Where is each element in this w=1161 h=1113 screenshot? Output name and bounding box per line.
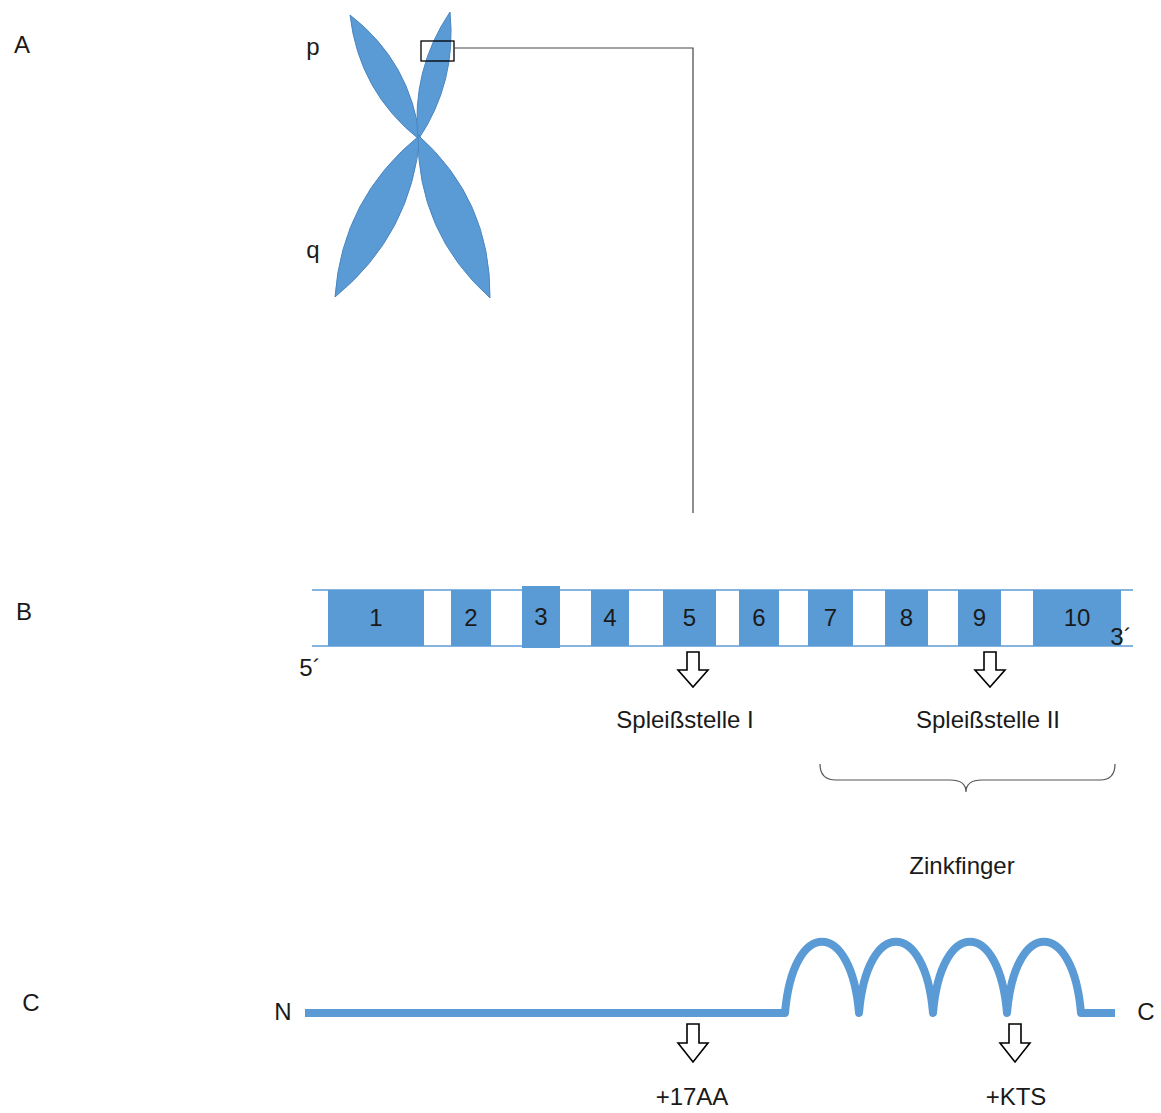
leader-line: [454, 48, 693, 513]
protein-chain: [305, 942, 1115, 1013]
exon-number: 5: [683, 604, 696, 632]
exon-number: 1: [369, 604, 382, 632]
panel-letter: A: [14, 32, 30, 58]
gene-backbone: [312, 590, 1133, 646]
exon-number: 10: [1064, 604, 1091, 632]
exon-number: 9: [973, 604, 986, 632]
bracket: [820, 764, 1115, 792]
exon-box: 1: [328, 590, 424, 646]
zoom-box: [421, 41, 454, 61]
exon-box: 6: [739, 590, 779, 646]
exon-box: 9: [958, 590, 1001, 646]
exon-box: 4: [591, 590, 629, 646]
chromosome: [335, 12, 490, 298]
panel-letter: B: [16, 599, 32, 625]
arm-label: p: [306, 34, 319, 60]
terminus-label: N: [274, 999, 291, 1025]
panel-letter: C: [22, 990, 39, 1016]
exon-box: 10: [1033, 590, 1121, 646]
terminus-label: C: [1137, 999, 1154, 1025]
isoform-label: +KTS: [986, 1084, 1047, 1110]
exon-box: 7: [808, 590, 853, 646]
exon-number: 4: [603, 604, 616, 632]
exon-number: 7: [824, 604, 837, 632]
strand-end: 3´: [1110, 624, 1131, 650]
exon-box: 8: [885, 590, 928, 646]
splice-site-label: Spleißstelle II: [916, 707, 1060, 733]
splice-site-label: Spleißstelle I: [616, 707, 753, 733]
exon-box: 3: [522, 586, 560, 648]
exon-number: 6: [752, 604, 765, 632]
exon-number: 2: [464, 604, 477, 632]
exon-box: 2: [451, 590, 491, 646]
arm-label: q: [306, 237, 319, 263]
exon-number: 8: [900, 604, 913, 632]
isoform-label: +17AA: [656, 1084, 729, 1110]
exon-number: 3: [534, 603, 547, 631]
strand-end: 5´: [299, 655, 320, 681]
exon-box: 5: [663, 590, 716, 646]
domain-label: Zinkfinger: [909, 853, 1014, 879]
